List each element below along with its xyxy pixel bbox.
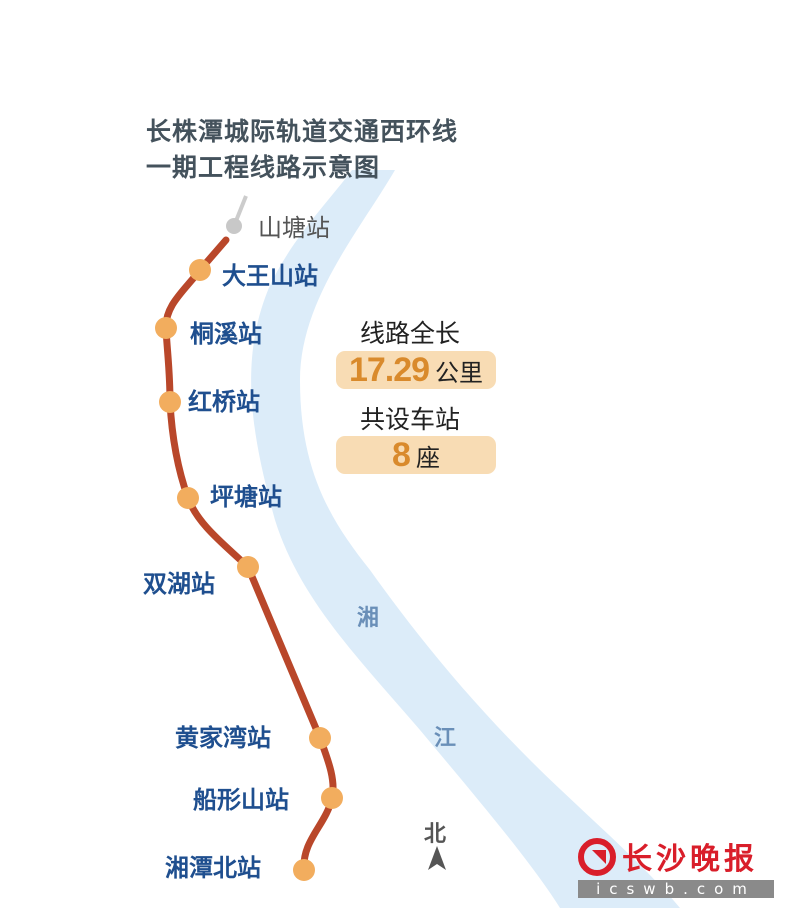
- logo-url: icswb.com: [578, 880, 774, 898]
- station-dot-hongqiao: [159, 391, 181, 413]
- station-dot-shantang: [226, 218, 242, 234]
- station-label: 红桥站: [188, 388, 260, 416]
- station-dot-chuanxingshan: [321, 787, 343, 809]
- north-arrow-icon: [428, 846, 446, 870]
- map-title-line2: 一期工程线路示意图: [146, 153, 381, 182]
- station-dot-pingtang: [177, 487, 199, 509]
- stations-count-unit: 座: [415, 443, 440, 472]
- station-dot-xiangtanbei: [293, 859, 315, 881]
- xiangjiang-river: [251, 170, 681, 908]
- logo-emblem-icon: [578, 838, 616, 876]
- station-dot-tongxi: [155, 317, 177, 339]
- length-label: 线路全长: [360, 319, 461, 348]
- station-dot-huangjiawan: [309, 727, 331, 749]
- north-label: 北: [424, 822, 447, 847]
- logo-name: 长沙晚报: [622, 842, 758, 877]
- river-label-xiang: 湘: [357, 606, 380, 631]
- river-label-jiang: 江: [434, 726, 457, 751]
- station-label: 坪塘站: [210, 483, 282, 511]
- length-value: 17.29: [348, 350, 430, 389]
- station-label: 黄家湾站: [175, 724, 271, 752]
- stations-count-pill: 8 座: [336, 436, 496, 474]
- station-label: 船形山站: [193, 786, 289, 814]
- station-dot-shuanghu: [237, 556, 259, 578]
- stations-count-label: 共设车站: [360, 405, 461, 434]
- station-label: 山塘站: [258, 214, 330, 242]
- station-label: 桐溪站: [190, 320, 262, 348]
- length-unit: 公里: [435, 358, 484, 387]
- station-dot-dawangshan: [189, 259, 211, 281]
- stations-count-value: 8: [392, 435, 411, 474]
- station-label: 湘潭北站: [165, 854, 261, 882]
- map-title-line1: 长株潭城际轨道交通西环线: [146, 117, 459, 146]
- length-pill: 17.29 公里: [336, 351, 496, 389]
- station-label: 大王山站: [222, 262, 318, 290]
- station-label: 双湖站: [143, 570, 215, 598]
